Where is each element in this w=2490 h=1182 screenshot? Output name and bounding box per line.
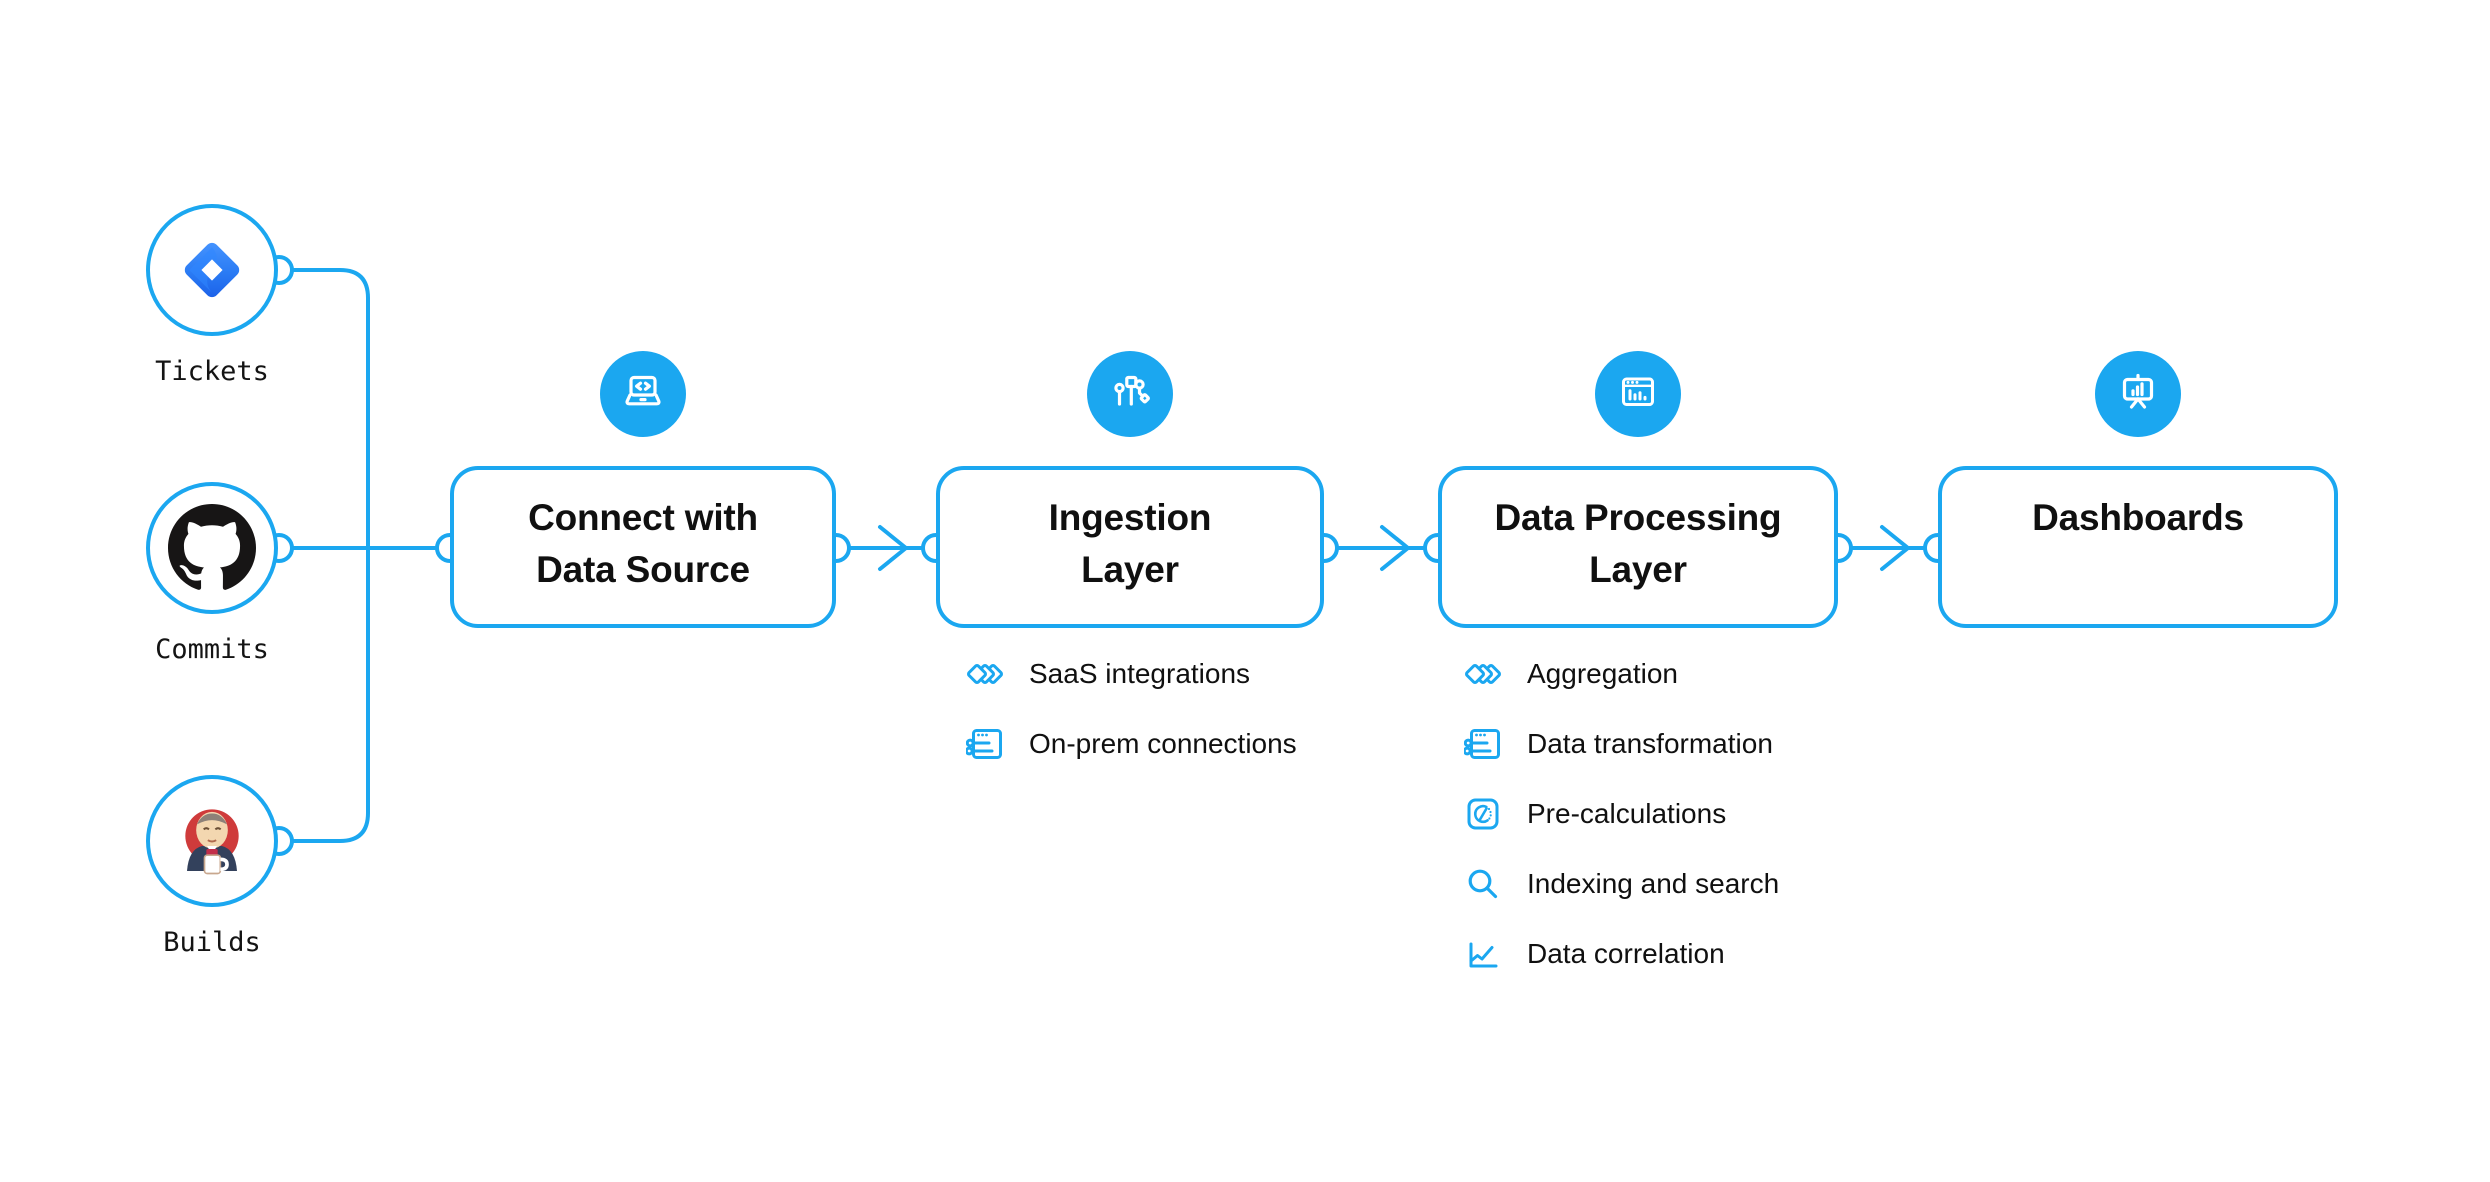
presentation-chart-icon xyxy=(2114,370,2162,418)
list-item: On-prem connections xyxy=(966,725,1297,763)
stage-title: Connect with Data Source xyxy=(454,470,832,596)
list-item: Pre-calculations xyxy=(1464,795,1779,833)
list-item: SaaS integrations xyxy=(966,655,1297,693)
jira-icon xyxy=(173,231,251,309)
arrow-1 xyxy=(847,525,925,571)
stage-title-line: Ingestion xyxy=(1048,497,1212,538)
laptop-code-icon xyxy=(619,370,667,418)
feature-label: Data correlation xyxy=(1527,938,1725,969)
feature-label: SaaS integrations xyxy=(1029,658,1251,689)
source-label-tickets: Tickets xyxy=(155,356,269,387)
stage-title-line: Layer xyxy=(1589,549,1687,590)
list-item: Data transformation xyxy=(1464,725,1779,763)
search-icon xyxy=(1464,865,1502,903)
feature-label: Aggregation xyxy=(1527,658,1679,689)
stage-box-ingestion: Ingestion Layer xyxy=(936,466,1324,628)
stage-title-line: Connect with xyxy=(528,497,758,538)
arrow-3 xyxy=(1849,525,1927,571)
stage-icon-processing xyxy=(1595,351,1681,437)
feature-label: On-prem connections xyxy=(1029,728,1297,759)
stacked-diamonds-icon xyxy=(966,655,1004,693)
stage-title: Dashboards xyxy=(1942,470,2334,544)
stacked-diamonds-icon xyxy=(1464,655,1502,693)
stage-title-line: Data Source xyxy=(536,549,750,590)
stage-box-processing: Data Processing Layer xyxy=(1438,466,1838,628)
timer-icon xyxy=(1464,795,1502,833)
stage-icon-connect xyxy=(600,351,686,437)
stage-title-line: Dashboards xyxy=(2032,497,2244,538)
stage-title-line: Data Processing xyxy=(1494,497,1782,538)
window-chart-icon xyxy=(1614,370,1662,418)
stage-title-line: Layer xyxy=(1081,549,1179,590)
ingestion-feature-list: SaaS integrations On-prem connections xyxy=(966,655,1297,763)
list-item: Data correlation xyxy=(1464,935,1779,973)
list-item: Aggregation xyxy=(1464,655,1779,693)
stage-box-connect: Connect with Data Source xyxy=(450,466,836,628)
feature-label: Pre-calculations xyxy=(1527,798,1727,829)
stage-icon-ingestion xyxy=(1087,351,1173,437)
source-label-commits: Commits xyxy=(155,634,269,665)
stage-box-dashboards: Dashboards xyxy=(1938,466,2338,628)
source-label-builds: Builds xyxy=(163,927,261,958)
source-node-tickets xyxy=(146,204,278,336)
github-icon xyxy=(168,504,256,592)
stage-icon-dashboards xyxy=(2095,351,2181,437)
circuit-icon xyxy=(1106,370,1154,418)
source-node-commits xyxy=(146,482,278,614)
list-item: Indexing and search xyxy=(1464,865,1779,903)
feature-label: Indexing and search xyxy=(1527,868,1780,899)
source-node-builds xyxy=(146,775,278,907)
window-sliders-icon xyxy=(1464,725,1502,763)
window-sliders-icon xyxy=(966,725,1004,763)
stage-title: Ingestion Layer xyxy=(940,470,1320,596)
processing-feature-list: Aggregation Data transformation xyxy=(1464,655,1779,973)
arrow-2 xyxy=(1335,525,1427,571)
jenkins-icon xyxy=(172,801,252,881)
line-chart-icon xyxy=(1464,935,1502,973)
stage-title: Data Processing Layer xyxy=(1442,470,1834,596)
feature-label: Data transformation xyxy=(1527,728,1773,759)
